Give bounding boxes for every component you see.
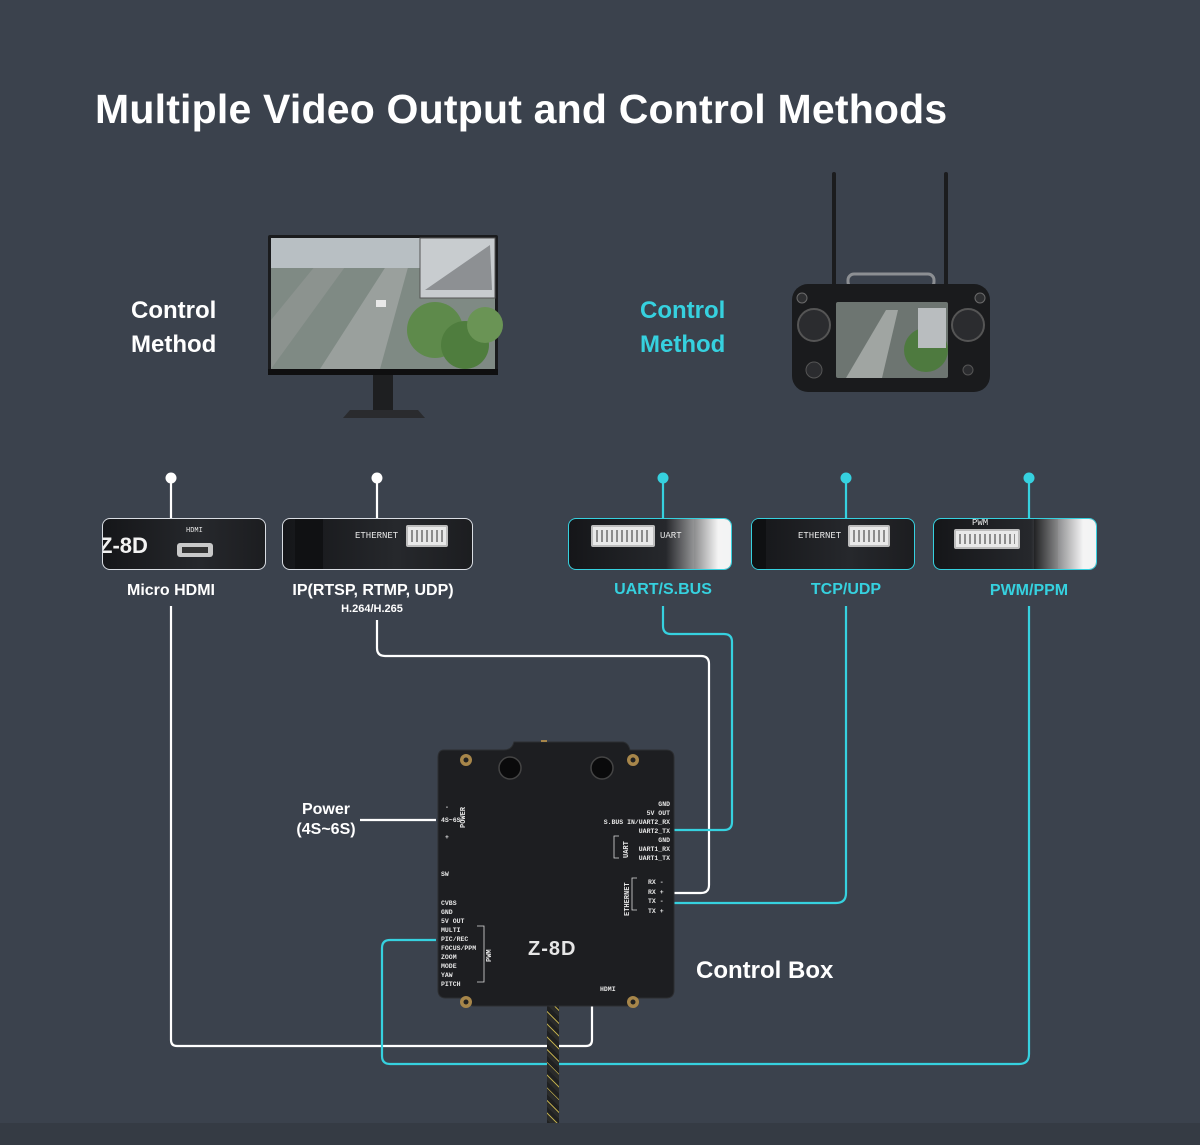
uart-card: UART	[568, 518, 732, 570]
pwm-ppm-label: PWM/PPM	[989, 582, 1069, 599]
tcp-udp-line	[672, 478, 848, 905]
pin-label: ZOOM	[441, 954, 457, 961]
pin-label: RX -	[648, 879, 664, 886]
pin-label: GND	[658, 801, 670, 808]
pin-label: UART1_TX	[638, 855, 670, 862]
pwm-pin-list: CVBS GND 5V OUT MULTI PIC/REC FOCUS/PPM …	[441, 899, 476, 989]
pin-label: MODE	[441, 963, 457, 970]
pin-label: S.BUS IN/UART2_RX	[603, 819, 670, 826]
uart-group-label: UART	[623, 841, 631, 858]
device-model-fragment: Z-8D	[102, 533, 148, 558]
tcp-udp-label: TCP/UDP	[810, 581, 882, 598]
connector-dot	[1023, 472, 1035, 484]
connector-dot	[371, 472, 383, 484]
ethernet-card: ETHERNET	[282, 518, 473, 570]
sw-label: SW	[441, 871, 449, 878]
uart-line	[661, 478, 734, 832]
device-model: Z-8D	[528, 938, 577, 960]
connector-dot	[840, 472, 852, 484]
port-label: PWM	[972, 518, 989, 528]
hdmi-port	[177, 543, 213, 557]
control-method-line1: Control	[131, 297, 217, 324]
pin-label: MULTI	[441, 927, 461, 934]
ip-label: IP(RTSP, RTMP, UDP)	[292, 582, 454, 599]
pin-label: YAW	[441, 972, 453, 979]
control-method-line2: Method	[131, 331, 217, 358]
control-method-label-left: Control Method	[131, 294, 216, 362]
remote-controller-image	[792, 172, 990, 392]
hdmi-label: HDMI	[600, 986, 616, 993]
port-label: HDMI	[186, 527, 203, 535]
control-method-line1: Control	[640, 297, 726, 324]
power-label: Power (4S~6S)	[288, 800, 364, 840]
bottom-strip	[0, 1123, 1200, 1145]
pin-label: TX +	[648, 907, 664, 915]
uart-pin-list: GND 5V OUT S.BUS IN/UART2_RX UART2_TX GN…	[604, 800, 670, 863]
pwm-group-label: PWM	[486, 949, 494, 962]
pin-label: 5V OUT	[441, 918, 465, 925]
pin-label: 5V OUT	[646, 810, 670, 817]
ethernet-port	[848, 525, 890, 547]
power-text: POWER	[460, 806, 468, 828]
pin-label: CVBS	[441, 900, 457, 907]
pwm-line	[380, 478, 1031, 1066]
pin-label: UART1_RX	[638, 846, 670, 853]
pin-label: TX -	[648, 898, 664, 905]
port-label: UART	[660, 531, 682, 541]
ethernet-pin-list: RX - RX + TX - TX +	[648, 878, 664, 916]
page-title: Multiple Video Output and Control Method…	[95, 86, 948, 132]
connector-dot	[165, 472, 177, 484]
ethernet-port	[406, 525, 448, 547]
pwm-port	[954, 529, 1020, 549]
ip-ethernet-line	[375, 478, 711, 895]
micro-hdmi-label: Micro HDMI	[127, 582, 215, 599]
ethernet-group-label: ETHERNET	[624, 882, 632, 916]
tcp-udp-card: ETHERNET	[751, 518, 915, 570]
pin-label: GND	[441, 909, 453, 916]
control-method-label-right: Control Method	[640, 294, 725, 362]
codec-label: H.264/H.265	[341, 603, 403, 615]
power-line2: (4S~6S)	[296, 821, 356, 838]
pin-label: FOCUS/PPM	[441, 945, 477, 952]
port-label: ETHERNET	[355, 531, 399, 541]
power-voltage: 4S~6S	[441, 817, 461, 824]
control-box-label: Control Box	[696, 957, 834, 984]
pin-label: GND	[658, 837, 670, 844]
control-box: - 4S~6S + POWER SW CVBS GND 5V OUT MULTI…	[434, 740, 676, 1008]
pwm-card: PWM	[933, 518, 1097, 570]
uart-port	[591, 525, 655, 547]
power-plus: +	[445, 834, 449, 841]
power-minus: -	[445, 804, 449, 811]
pin-label: RX +	[648, 888, 664, 896]
control-box-body	[437, 740, 675, 1008]
cable	[547, 998, 559, 1145]
micro-hdmi-card: Z-8D HDMI	[102, 518, 266, 570]
uart-sbus-label: UART/S.BUS	[614, 581, 712, 598]
monitor-image	[268, 235, 503, 418]
pin-label: PIC/REC	[441, 936, 469, 943]
power-line1: Power	[301, 801, 350, 818]
port-label: ETHERNET	[798, 531, 842, 541]
pin-label: PITCH	[441, 981, 461, 988]
pin-label: UART2_TX	[638, 828, 670, 835]
control-method-line2: Method	[640, 331, 726, 358]
connector-dot	[657, 472, 669, 484]
